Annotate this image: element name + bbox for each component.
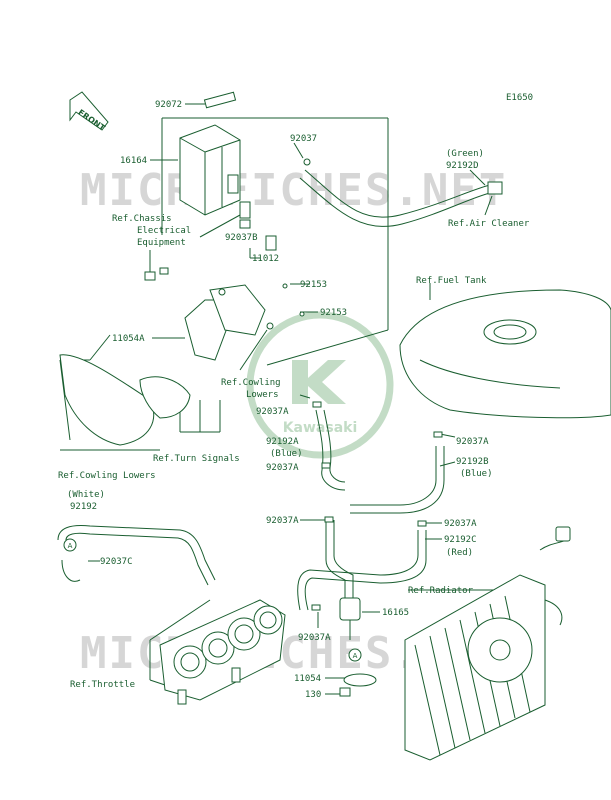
chassis-connector — [144, 267, 169, 281]
radiator — [404, 526, 571, 761]
label-92037A-r1: 92037A — [456, 437, 489, 447]
label-16164: 16164 — [120, 156, 147, 166]
hose-92192C — [297, 530, 427, 611]
front-arrow-icon: FRONT — [69, 91, 109, 133]
label-ref-radiator: Ref.Radiator — [408, 586, 474, 596]
label-blue-1: (Blue) — [270, 449, 303, 459]
label-92037-top: 92037 — [290, 134, 317, 144]
label-92037A-2: 92037A — [266, 463, 299, 473]
label-white: (White) — [67, 490, 105, 500]
canister-16164 — [179, 91, 241, 216]
label-ref-fuel-tank: Ref.Fuel Tank — [416, 276, 487, 286]
label-red: (Red) — [446, 548, 473, 558]
connector-a-left: A — [68, 542, 73, 550]
clips-92037A — [311, 401, 443, 611]
label-92072: 92072 — [155, 100, 182, 110]
label-ref-air-cleaner: Ref.Air Cleaner — [448, 219, 530, 229]
hose-92192: A — [57, 525, 216, 586]
label-92037C: 92037C — [100, 557, 133, 567]
label-92192: 92192 — [70, 502, 97, 512]
bracket-11054A — [184, 283, 305, 361]
cowling-lower-left — [59, 354, 191, 446]
label-92192A: 92192A — [266, 437, 299, 447]
label-ref-cowling-2: Lowers — [246, 390, 279, 400]
fuel-tank — [399, 289, 611, 419]
parts-92037B-11012 — [239, 201, 277, 251]
throttle-body — [159, 599, 286, 705]
label-92153-b: 92153 — [320, 308, 347, 318]
label-16165: 16165 — [382, 608, 409, 618]
label-blue-2: (Blue) — [460, 469, 493, 479]
label-green: (Green) — [446, 149, 484, 159]
clamp-11054 — [339, 673, 377, 697]
label-11054A: 11054A — [112, 334, 145, 344]
fuel-filter-16165: A — [339, 597, 362, 662]
label-ref-cowling-lowers: Ref.Cowling Lowers — [58, 471, 156, 481]
label-92037A-4: 92037A — [298, 633, 331, 643]
label-130: 130 — [305, 690, 321, 700]
part-labels: 92072 16164 92037 (Green) 92192D Ref.Air… — [58, 100, 530, 700]
watermark-top: MICROFICHES.NET — [80, 165, 507, 216]
label-ref-cowling-1: Ref.Cowling — [221, 378, 281, 388]
label-92037A-3: 92037A — [266, 516, 299, 526]
label-92037B: 92037B — [225, 233, 258, 243]
label-ref-throttle: Ref.Throttle — [70, 680, 135, 690]
hose-92192B — [350, 446, 445, 514]
label-ref-chassis-1: Ref.Chassis — [112, 214, 172, 224]
connector-a-bottom: A — [353, 652, 358, 660]
label-11054: 11054 — [294, 674, 321, 684]
label-92192B: 92192B — [456, 457, 489, 467]
label-92037A-r2: 92037A — [444, 519, 477, 529]
label-92037A-1: 92037A — [256, 407, 289, 417]
hose-92192D — [299, 158, 503, 227]
diagram-code: E1650 — [506, 93, 533, 103]
label-92153-a: 92153 — [300, 280, 327, 290]
label-92192D: 92192D — [446, 161, 479, 171]
label-ref-chassis-3: Equipment — [137, 238, 186, 248]
label-11012: 11012 — [252, 254, 279, 264]
label-ref-chassis-2: Electrical — [137, 226, 191, 236]
hose-main-vertical — [325, 520, 354, 600]
label-92192C: 92192C — [444, 535, 477, 545]
label-ref-turn-signals: Ref.Turn Signals — [153, 454, 240, 464]
